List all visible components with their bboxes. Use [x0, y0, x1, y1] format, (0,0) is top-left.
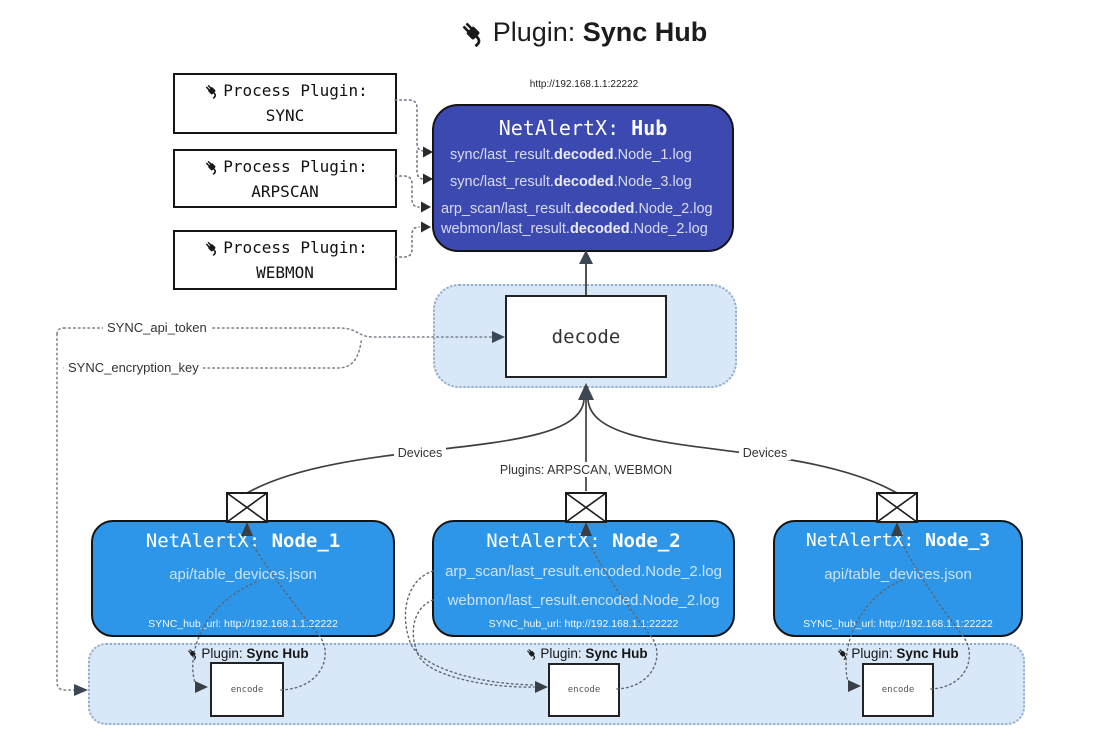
node-title: NetAlertX: Node_1 — [93, 530, 393, 552]
node-title-prefix: NetAlertX: — [805, 530, 926, 551]
plug-icon — [202, 157, 221, 176]
plug-icon — [456, 16, 489, 49]
setting-sync-encryption-key: SYNC_encryption_key — [64, 360, 203, 375]
node-file-line: webmon/last_result.encoded.Node_2.log — [447, 592, 720, 609]
envelope-icon — [226, 492, 268, 523]
edge-label-plugins-center: Plugins: ARPSCAN, WEBMON — [500, 463, 672, 477]
process-plugin-box-sync: Process Plugin: SYNC — [173, 73, 397, 134]
edge-label-devices-right: Devices — [743, 446, 787, 460]
node-hub-url: SYNC_hub_url: http://192.168.1.1:22222 — [148, 618, 338, 630]
log-bold: decoded — [574, 201, 635, 217]
process-plugin-name: SYNC — [265, 106, 305, 125]
plug-icon — [185, 646, 200, 661]
node-box-3: NetAlertX: Node_3 api/table_devices.json… — [773, 520, 1023, 637]
node-title: NetAlertX: Node_2 — [434, 530, 733, 552]
node-hub-url: SYNC_hub_url: http://192.168.1.1:22222 — [488, 618, 679, 630]
encode-box-2: encode — [548, 663, 620, 717]
node-box-2: NetAlertX: Node_2 arp_scan/last_result.e… — [432, 520, 735, 637]
process-plugin-label-text: Process Plugin: — [223, 81, 368, 100]
plug-icon — [524, 646, 539, 661]
hub-box: NetAlertX: Hub sync/last_result.decoded.… — [432, 104, 734, 252]
band-label-bold: Sync Hub — [896, 646, 959, 661]
setting-sync-api-token: SYNC_api_token — [103, 320, 211, 335]
log-post: .Node_2.log — [629, 221, 708, 237]
edge-labels: Devices Plugins: ARPSCAN, WEBMON Devices — [394, 445, 791, 477]
arrowhead-into-band — [74, 684, 88, 696]
page-title-bold: Sync Hub — [582, 17, 708, 47]
process-plugin-box-arpscan: Process Plugin: ARPSCAN — [173, 149, 397, 208]
encode-box-3: encode — [862, 663, 934, 717]
process-plugin-name: WEBMON — [256, 263, 314, 282]
log-bold: decoded — [553, 174, 614, 190]
band-plugin-label-1: Plugin: Sync Hub — [167, 646, 327, 661]
log-post: .Node_1.log — [613, 147, 692, 163]
edge-label-devices-left: Devices — [398, 446, 442, 460]
process-plugin-name: ARPSCAN — [251, 182, 319, 201]
log-post: .Node_2.log — [634, 201, 713, 217]
node-title-bold: Node_1 — [271, 530, 341, 552]
decode-label: decode — [551, 325, 621, 348]
hub-title: NetAlertX: Hub — [434, 116, 732, 140]
band-label-prefix: Plugin: — [540, 646, 586, 661]
log-pre: sync/last_result. — [450, 147, 554, 163]
connector-plugins-to-hub — [394, 99, 425, 258]
hub-log-line: sync/last_result.decoded.Node_1.log — [450, 147, 692, 163]
node-title-bold: Node_2 — [612, 530, 681, 552]
hub-log-line: sync/last_result.decoded.Node_3.log — [450, 174, 692, 190]
envelope-icon — [565, 492, 607, 523]
hub-title-prefix: NetAlertX: — [498, 116, 632, 140]
band-label-prefix: Plugin: — [851, 646, 897, 661]
log-bold: decoded — [553, 147, 614, 163]
log-bold: decoded — [569, 221, 630, 237]
node-file-line: arp_scan/last_result.encoded.Node_2.log — [445, 563, 722, 580]
encode-box-1: encode — [210, 662, 284, 717]
band-plugin-label-3: Plugin: Sync Hub — [817, 646, 977, 661]
encode-label: encode — [567, 685, 601, 695]
encode-label: encode — [230, 684, 264, 695]
page-title-prefix: Plugin: — [492, 17, 583, 47]
node-file-line: api/table_devices.json — [169, 566, 317, 583]
envelope-icons — [226, 492, 918, 523]
process-plugin-label: Process Plugin: — [175, 235, 395, 260]
plug-icon — [835, 646, 850, 661]
process-plugin-box-webmon: Process Plugin: WEBMON — [173, 230, 397, 290]
log-pre: arp_scan/last_result. — [441, 201, 575, 217]
band-label-bold: Sync Hub — [585, 646, 648, 661]
node-title-bold: Node_3 — [925, 530, 991, 551]
node-title-prefix: NetAlertX: — [486, 530, 613, 552]
band-plugin-label-2: Plugin: Sync Hub — [506, 646, 666, 661]
log-post: .Node_3.log — [613, 174, 692, 190]
decode-box: decode — [505, 295, 667, 378]
encode-label: encode — [881, 685, 915, 695]
node-title: NetAlertX: Node_3 — [775, 530, 1021, 551]
hub-url-label: http://192.168.1.1:22222 — [529, 79, 639, 90]
process-plugin-label: Process Plugin: — [175, 154, 395, 179]
connector-nodes-to-decode — [246, 399, 898, 494]
node-hub-url: SYNC_hub_url: http://192.168.1.1:22222 — [803, 618, 993, 630]
envelope-icon — [876, 492, 918, 523]
band-label-bold: Sync Hub — [246, 646, 309, 661]
log-pre: webmon/last_result. — [441, 221, 570, 237]
process-plugin-label-text: Process Plugin: — [223, 238, 368, 257]
hub-log-line: webmon/last_result.decoded.Node_2.log — [441, 221, 708, 237]
log-pre: sync/last_result. — [450, 174, 554, 190]
node-box-1: NetAlertX: Node_1 api/table_devices.json… — [91, 520, 395, 637]
plug-icon — [202, 238, 221, 257]
process-plugin-label-text: Process Plugin: — [223, 157, 368, 176]
page-title: Plugin: Sync Hub — [0, 16, 1117, 49]
node-title-prefix: NetAlertX: — [145, 530, 272, 552]
hub-title-bold: Hub — [631, 116, 668, 140]
node-file-line: api/table_devices.json — [824, 566, 972, 583]
hub-log-line: arp_scan/last_result.decoded.Node_2.log — [441, 201, 713, 217]
process-plugin-label: Process Plugin: — [175, 78, 395, 103]
band-label-prefix: Plugin: — [201, 646, 247, 661]
plug-icon — [202, 81, 221, 100]
